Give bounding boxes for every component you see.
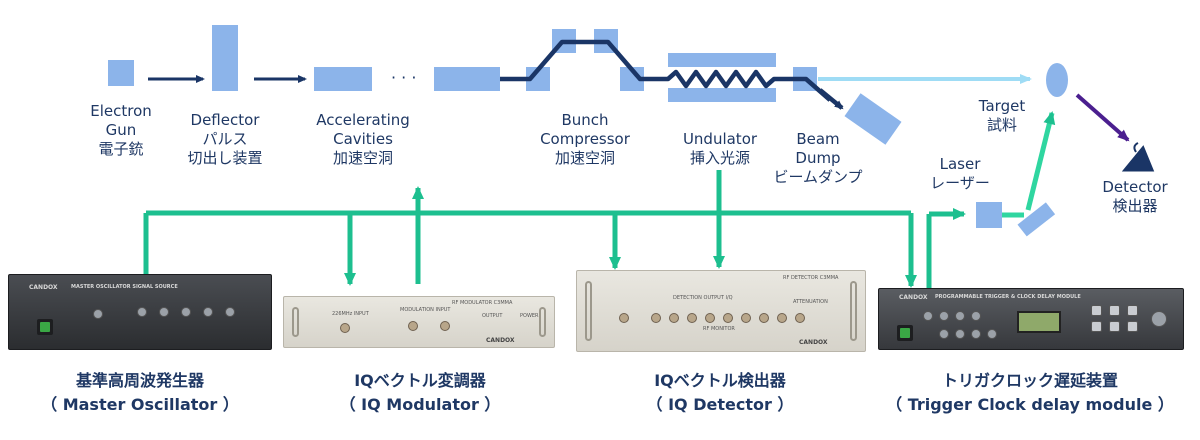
det-connector-9 bbox=[777, 313, 787, 323]
mod-title: RF MODULATOR C3MMA bbox=[452, 300, 513, 306]
det-connector-1 bbox=[619, 313, 629, 323]
laser-block bbox=[976, 202, 1002, 228]
mod-input-2: MODULATION INPUT bbox=[400, 307, 451, 313]
trig-connector-1 bbox=[923, 311, 933, 321]
iq-modulator-device: RF MODULATOR C3MMA 226MHz INPUT MODULATI… bbox=[283, 296, 555, 348]
mo-connector-4 bbox=[181, 307, 191, 317]
undulator-bottom bbox=[668, 88, 776, 102]
det-connector-3 bbox=[669, 313, 679, 323]
mod-handle-right bbox=[539, 307, 546, 337]
master-oscillator-device: CANDOX MASTER OSCILLATOR SIGNAL SOURCE bbox=[8, 274, 272, 350]
mod-connector-1 bbox=[340, 323, 350, 333]
trig-key-5 bbox=[1109, 321, 1120, 332]
laser-to-target-arrow bbox=[1025, 111, 1056, 211]
det-label-1: DETECTION OUTPUT I/Q bbox=[673, 295, 733, 301]
laser-label: Laser レーザー bbox=[930, 155, 990, 192]
bunch-compressor-label: Bunch Compressor 加速空洞 bbox=[540, 111, 630, 167]
trig-connector-6 bbox=[955, 329, 965, 339]
undulator-top bbox=[668, 53, 776, 67]
mod-brand: CANDOX bbox=[486, 337, 515, 344]
mod-handle-left bbox=[292, 307, 299, 337]
mod-input-1: 226MHz INPUT bbox=[332, 311, 369, 317]
deflector-label: Deflector パルス 切出し装置 bbox=[187, 111, 263, 167]
det-handle-left bbox=[585, 281, 592, 341]
det-connector-6 bbox=[723, 313, 733, 323]
mo-brand: CANDOX bbox=[29, 284, 58, 291]
trig-key-4 bbox=[1091, 321, 1102, 332]
det-handle-right bbox=[850, 281, 857, 341]
det-connector-8 bbox=[759, 313, 769, 323]
mod-connector-3 bbox=[440, 321, 450, 331]
det-connector-4 bbox=[687, 313, 697, 323]
trig-connector-7 bbox=[971, 329, 981, 339]
trig-key-2 bbox=[1109, 305, 1120, 316]
target-to-detector-arrow bbox=[1075, 93, 1130, 142]
trig-connector-8 bbox=[987, 329, 997, 339]
trig-key-6 bbox=[1127, 321, 1138, 332]
deflector-block bbox=[212, 25, 238, 91]
undulator-label: Undulator 挿入光源 bbox=[682, 130, 758, 167]
target-ellipse bbox=[1046, 63, 1068, 97]
det-connector-5 bbox=[705, 313, 715, 323]
mo-power-switch bbox=[37, 319, 53, 335]
beam-to-dump-arrow bbox=[818, 88, 844, 110]
trigger-clock-caption: トリガクロック遅延装置 （ Trigger Clock delay module… bbox=[886, 371, 1174, 414]
accelerating-cavities-label: Accelerating Cavities 加速空洞 bbox=[316, 111, 410, 167]
mo-connector-2 bbox=[137, 307, 147, 317]
trigger-clock-device: CANDOX PROGRAMMABLE TRIGGER & CLOCK DELA… bbox=[878, 288, 1184, 350]
beam-path bbox=[500, 39, 832, 102]
trig-brand: CANDOX bbox=[899, 294, 928, 301]
detector-label: Detector 検出器 bbox=[1102, 178, 1168, 215]
laser-mirror bbox=[1017, 202, 1056, 237]
electron-gun-block bbox=[108, 60, 134, 86]
iq-detector-caption: IQベクトル検出器 （ IQ Detector ） bbox=[646, 371, 794, 414]
mo-connector-5 bbox=[203, 307, 213, 317]
beam-dump-block bbox=[844, 93, 902, 145]
mod-connector-2 bbox=[408, 321, 418, 331]
trig-connector-2 bbox=[939, 311, 949, 321]
det-label-2: RF MONITOR bbox=[703, 326, 735, 332]
mo-connector-3 bbox=[159, 307, 169, 317]
trig-connector-3 bbox=[955, 311, 965, 321]
trig-connector-4 bbox=[971, 311, 981, 321]
mod-input-4: POWER bbox=[520, 313, 539, 319]
det-title: RF DETECTOR C3MMA bbox=[783, 275, 839, 281]
beam-dump-label: Beam Dump ビームダンプ bbox=[773, 130, 863, 186]
mo-title: MASTER OSCILLATOR SIGNAL SOURCE bbox=[71, 284, 178, 290]
trig-lcd-display bbox=[1017, 311, 1061, 333]
det-connector-10 bbox=[795, 313, 805, 323]
iq-detector-device: RF DETECTOR C3MMA DETECTION OUTPUT I/Q R… bbox=[576, 270, 866, 352]
cavity-ellipsis: · · · bbox=[391, 68, 416, 87]
iq-modulator-caption: IQベクトル変調器 （ IQ Modulator ） bbox=[339, 371, 501, 414]
detector-icon bbox=[1121, 142, 1155, 172]
trig-key-1 bbox=[1091, 305, 1102, 316]
cavity-block-2 bbox=[434, 67, 500, 91]
target-label: Target 試料 bbox=[978, 97, 1026, 134]
mo-connector-1 bbox=[93, 309, 103, 319]
det-connector-2 bbox=[651, 313, 661, 323]
trig-title: PROGRAMMABLE TRIGGER & CLOCK DELAY MODUL… bbox=[935, 294, 1081, 300]
mod-input-3: OUTPUT bbox=[482, 313, 503, 319]
det-label-3: ATTENUATION bbox=[793, 299, 828, 305]
trig-dial bbox=[1151, 311, 1167, 327]
mo-connector-6 bbox=[225, 307, 235, 317]
electron-gun-label: Electron Gun 電子銃 bbox=[90, 102, 152, 158]
trig-connector-5 bbox=[939, 329, 949, 339]
det-brand: CANDOX bbox=[799, 339, 828, 346]
det-connector-7 bbox=[741, 313, 751, 323]
trig-power-switch bbox=[897, 325, 913, 341]
cavity-block-1 bbox=[314, 67, 372, 91]
master-oscillator-caption: 基準高周波発生器 （ Master Oscillator ） bbox=[41, 371, 239, 414]
trig-key-3 bbox=[1127, 305, 1138, 316]
